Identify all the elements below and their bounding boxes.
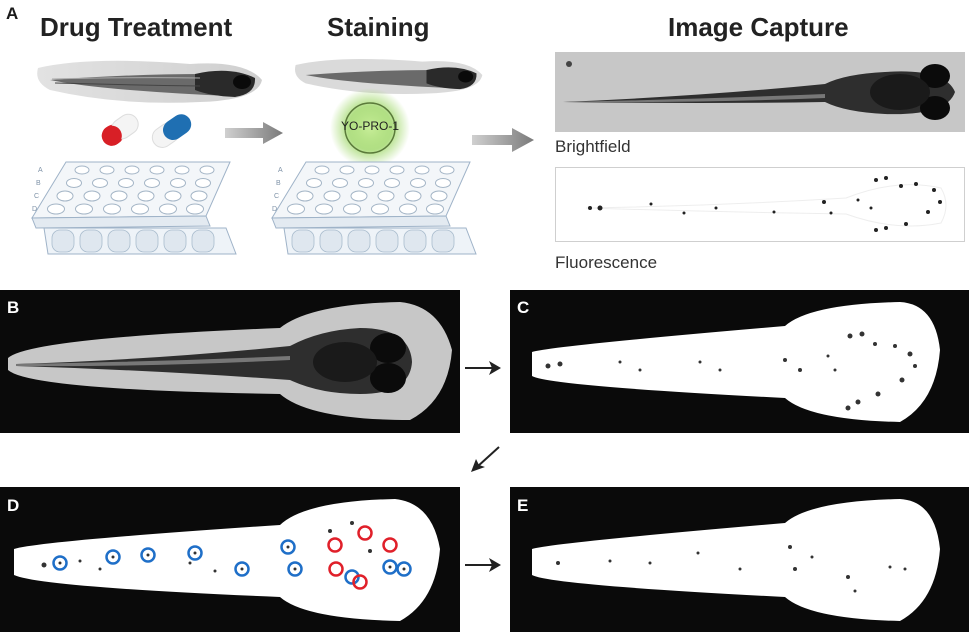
panel-letter-a: A [6,4,19,23]
flow-arrow-icon [471,446,500,472]
panel-letter-c: C [517,298,530,317]
staining-title: Staining [327,12,430,42]
plate-row-letter: B [276,180,281,187]
panel-c-image [510,290,969,433]
image-capture-title: Image Capture [668,12,849,42]
plate-row-letter: D [272,206,277,213]
process-arrow-icon [225,122,283,144]
plate-row-letter: A [278,167,283,174]
brightfield-caption: Brightfield [555,137,631,156]
larva-illustration-drug [37,60,263,103]
drug-pills-icon [101,113,192,148]
plate-row-letter: B [36,180,41,187]
well-plate-drug: A B C D [31,161,237,255]
panel-e-image [510,487,969,632]
stain-reagent-icon [330,88,410,168]
panel-letter-b: B [7,298,20,317]
panel-b-image [0,290,460,433]
plate-row-letter: D [32,206,37,213]
well-plate-stain: A B C D [271,161,477,255]
plate-row-letter: C [34,193,39,200]
larva-illustration-stain [295,59,483,94]
panel-d-image [0,487,460,632]
flow-arrow-icon [465,558,501,572]
fluorescence-image [555,167,965,242]
drug-treatment-title: Drug Treatment [40,12,233,42]
process-arrow-icon [472,128,534,152]
brightfield-image [555,52,965,132]
fluorescence-caption: Fluorescence [555,253,658,272]
stain-label: YO-PRO-1 [340,119,399,133]
panel-letter-e: E [517,496,529,515]
plate-row-letter: C [274,193,279,200]
plate-row-letter: A [38,167,43,174]
panel-letter-d: D [7,496,20,515]
flow-arrow-icon [465,361,501,375]
